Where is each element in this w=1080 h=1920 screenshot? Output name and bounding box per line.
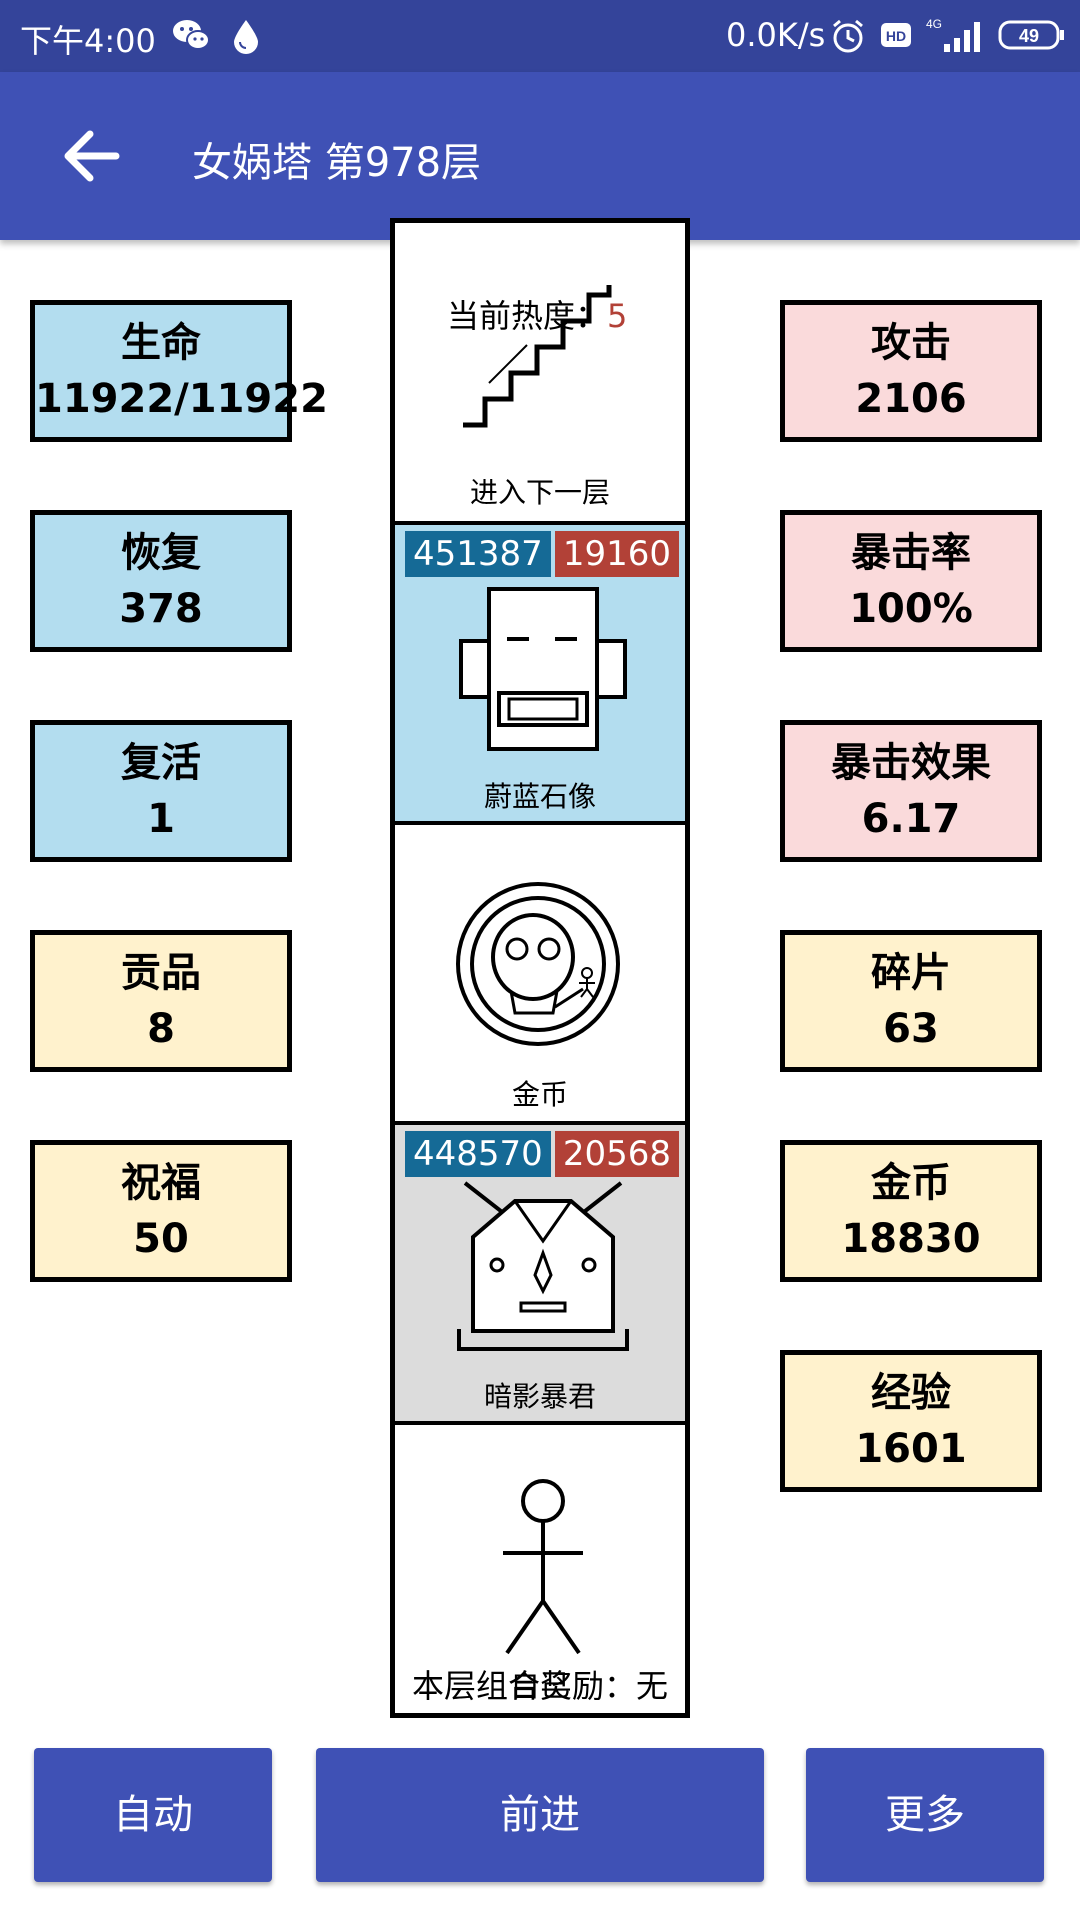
hd-icon: HD bbox=[881, 23, 911, 47]
wechat-icon bbox=[173, 20, 210, 50]
heat-value: 5 bbox=[607, 297, 628, 335]
enemy-name: 暗影暴君 bbox=[483, 1380, 596, 1413]
enemy-attack: 19160 bbox=[554, 531, 679, 577]
shadow-tyrant-icon bbox=[457, 1181, 629, 1351]
stairs-label: 进入下一层 bbox=[469, 476, 610, 509]
stat-regen: 恢复 378 bbox=[30, 510, 292, 652]
stat-value: 11922/11922 bbox=[35, 376, 328, 422]
svg-text:4G: 4G bbox=[926, 17, 942, 31]
reward-text: 本层组合奖励：无 bbox=[411, 1667, 668, 1705]
stat-value: 50 bbox=[133, 1216, 189, 1262]
enemy-hp: 448570 bbox=[405, 1131, 551, 1177]
stat-gold: 金币 18830 bbox=[780, 1140, 1042, 1282]
drop-icon bbox=[234, 20, 258, 54]
network-speed: 0.0K/s bbox=[726, 16, 826, 54]
stat-tribute: 贡品 8 bbox=[30, 930, 292, 1072]
stat-label: 复活 bbox=[121, 740, 201, 786]
stat-crit-effect: 暴击效果 6.17 bbox=[780, 720, 1042, 862]
stat-exp: 经验 1601 bbox=[780, 1350, 1042, 1492]
stat-blessing: 祝福 50 bbox=[30, 1140, 292, 1282]
stat-label: 生命 bbox=[121, 320, 201, 366]
svg-text:HD: HD bbox=[886, 28, 906, 44]
coin-label: 金币 bbox=[511, 1078, 568, 1111]
tower-cell-enemy-shadow[interactable]: 448570 20568 暗影暴君 bbox=[395, 1121, 685, 1421]
enemy-name: 蔚蓝石像 bbox=[483, 780, 596, 813]
stat-crit-rate: 暴击率 100% bbox=[780, 510, 1042, 652]
stat-label: 攻击 bbox=[871, 320, 951, 366]
heat-label: 当前热度： bbox=[447, 297, 608, 335]
status-bar: 下午4:00 0.0K/s HD 4G 49 bbox=[0, 0, 1080, 72]
enemy-hp: 451387 bbox=[405, 531, 551, 577]
stat-value: 8 bbox=[147, 1006, 175, 1052]
signal-icon: 4G bbox=[926, 17, 980, 52]
stat-label: 经验 bbox=[871, 1370, 951, 1416]
stat-attack: 攻击 2106 bbox=[780, 300, 1042, 442]
alarm-icon bbox=[833, 19, 863, 53]
more-button[interactable]: 更多 bbox=[806, 1748, 1044, 1882]
stat-value: 18830 bbox=[841, 1216, 981, 1262]
auto-button[interactable]: 自动 bbox=[34, 1748, 272, 1882]
svg-text:49: 49 bbox=[1019, 26, 1039, 46]
stat-revive: 复活 1 bbox=[30, 720, 292, 862]
tower-cell-coin[interactable]: 金币 bbox=[395, 821, 685, 1121]
page-title: 女娲塔 第978层 bbox=[192, 140, 482, 186]
tower-column: 当前热度：5 进入下一层 451387 19160 蔚蓝石像 bbox=[390, 218, 690, 1718]
forward-button[interactable]: 前进 bbox=[316, 1748, 764, 1882]
stat-fragments: 碎片 63 bbox=[780, 930, 1042, 1072]
stat-label: 祝福 bbox=[121, 1160, 201, 1206]
stat-value: 63 bbox=[883, 1006, 939, 1052]
enemy-attack: 20568 bbox=[554, 1131, 679, 1177]
stat-label: 暴击效果 bbox=[831, 740, 991, 786]
status-time: 下午4:00 bbox=[20, 22, 156, 60]
stairs-icon bbox=[463, 285, 612, 428]
stickman-icon bbox=[503, 1479, 583, 1655]
heat-text: 当前热度：5 bbox=[447, 291, 627, 337]
stat-label: 贡品 bbox=[121, 950, 201, 996]
stat-label: 恢复 bbox=[121, 530, 201, 576]
back-arrow-icon[interactable] bbox=[62, 130, 120, 182]
stat-value: 100% bbox=[849, 586, 973, 632]
tower-cell-player[interactable]: 自己 本层组合奖励：无 bbox=[395, 1421, 685, 1713]
stone-statue-icon bbox=[459, 587, 627, 751]
stat-value: 1 bbox=[147, 796, 175, 842]
stat-value: 378 bbox=[119, 586, 203, 632]
stat-label: 金币 bbox=[871, 1160, 951, 1206]
coin-icon bbox=[456, 882, 620, 1046]
app-bar: 女娲塔 第978层 bbox=[0, 72, 1080, 240]
stat-label: 暴击率 bbox=[851, 530, 971, 576]
stat-value: 2106 bbox=[855, 376, 967, 422]
stat-value: 6.17 bbox=[861, 796, 961, 842]
stat-hp: 生命 11922/11922 bbox=[30, 300, 328, 442]
battery-icon: 49 bbox=[998, 20, 1064, 50]
player-label: 自己 bbox=[510, 1669, 570, 1704]
tower-cell-enemy-azure[interactable]: 451387 19160 蔚蓝石像 bbox=[395, 521, 685, 821]
tower-cell-stairs[interactable]: 当前热度：5 进入下一层 bbox=[395, 223, 685, 521]
stat-value: 1601 bbox=[855, 1426, 967, 1472]
stat-label: 碎片 bbox=[871, 950, 951, 996]
